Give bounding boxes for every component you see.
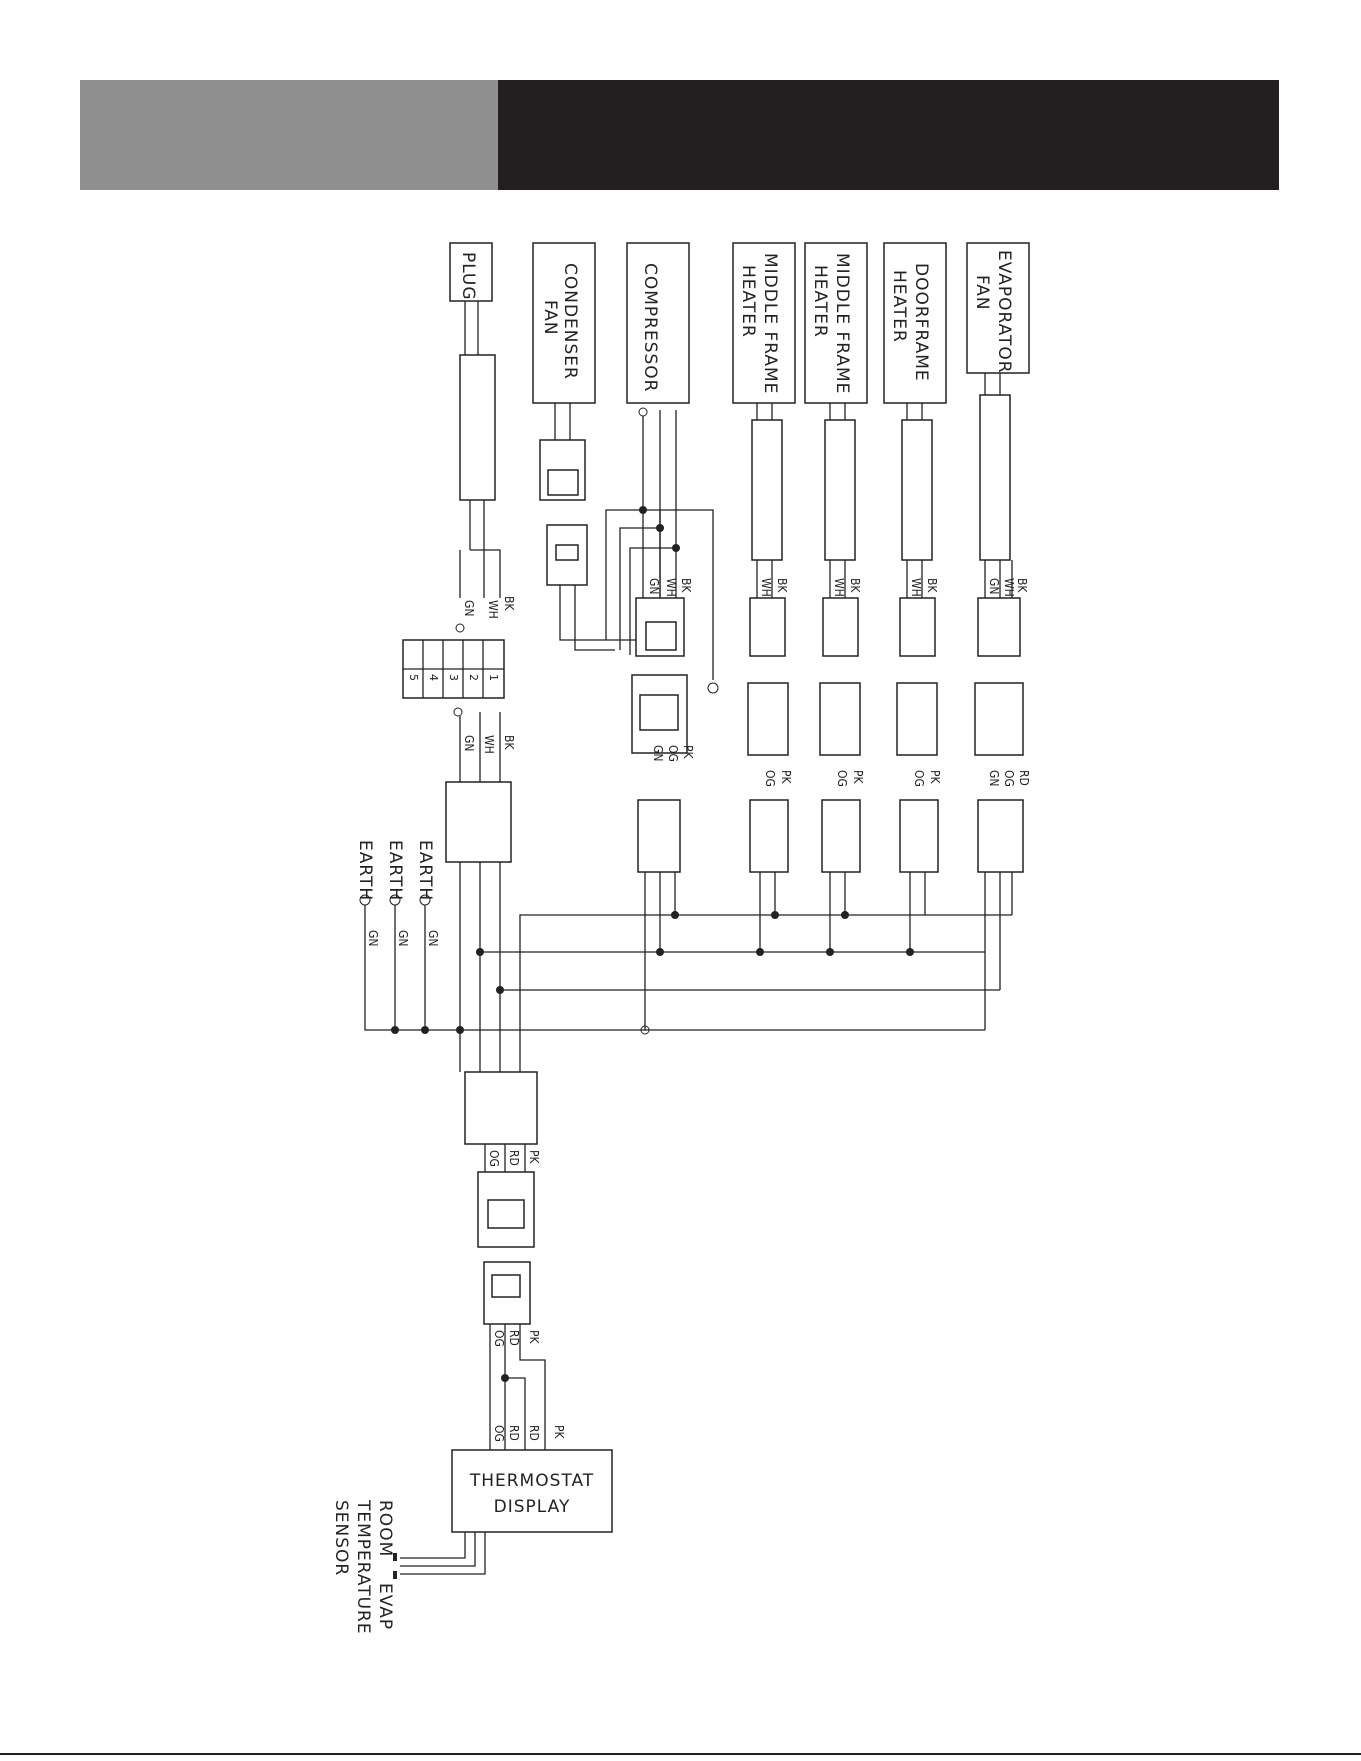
lh-pk: PK [527, 1150, 541, 1165]
comp-wire-wh: WH [664, 578, 678, 597]
evap-fan-label-1: EVAPORATOR [994, 250, 1014, 374]
terminal-3: 3 [447, 674, 460, 681]
dfh-wire-wh: WH [909, 578, 923, 597]
comp-out-gn: GN [651, 745, 665, 761]
lh2-rd: RD [507, 1330, 521, 1346]
comp-out-pk: PK [681, 745, 695, 760]
middle-frame-heater-2-box: MIDDLE FRAME HEATER [804, 242, 868, 404]
lower-harness: PK RD OG PK RD OG PK RD RD OG [464, 1071, 566, 1450]
comp-wire-bk: BK [679, 578, 693, 593]
h2-out-og: OG [835, 770, 849, 787]
h2-wire-wh: WH [832, 578, 846, 597]
comp-out-og: OG [666, 745, 680, 762]
comp-wire-gn: GN [647, 578, 661, 594]
plug-wire-wh: WH [486, 600, 500, 619]
h1-wire-wh: WH [759, 578, 773, 597]
earth-gn-2: GN [396, 930, 410, 946]
dfh-label-2: HEATER [889, 270, 909, 343]
h1-wire-bk: BK [775, 578, 789, 593]
sensor-label-1: ROOM [375, 1500, 395, 1557]
h1-out-og: OG [763, 770, 777, 787]
term-out-wh: WH [482, 735, 496, 754]
bottom-rule [0, 1753, 1361, 1755]
term-out-bk: BK [502, 735, 516, 750]
term-out-gn: GN [462, 735, 476, 751]
header-band-right [498, 80, 1279, 190]
ef-out-og: OG [1002, 770, 1016, 787]
th-pk: PK [552, 1425, 566, 1440]
plug-wire-bk: BK [502, 596, 516, 611]
sensor-label-3: SENSOR [331, 1500, 351, 1576]
lh2-pk: PK [527, 1330, 541, 1345]
plug-wire-gn: GN [462, 600, 476, 616]
ef-out-gn: GN [987, 770, 1001, 786]
plug-box: PLUG [449, 242, 493, 302]
ef-wire-wh: WH [1002, 578, 1016, 597]
mfh2-label-1: MIDDLE FRAME [832, 253, 852, 394]
thermostat-display: THERMOSTAT DISPLAY [451, 1449, 613, 1533]
h2-wire-bk: BK [848, 578, 862, 593]
middle-frame-heater-1-box: MIDDLE FRAME HEATER [732, 242, 796, 404]
terminal-5: 5 [407, 674, 420, 681]
sensor-label-2: TEMPERATURE [353, 1499, 373, 1635]
mfh1-label-2: HEATER [738, 265, 758, 338]
heater-1-run: BK WH PK OG [747, 403, 793, 952]
plug-label: PLUG [458, 252, 478, 301]
compressor-connectors: BK WH GN PK OG GN [605, 407, 719, 1030]
header-band-left [80, 80, 498, 190]
heater-2-run: BK WH PK OG [819, 403, 865, 952]
evap-fan-label-2: FAN [972, 275, 992, 311]
earth-labels: EARTH EARTH EARTH GN GN GN [355, 840, 440, 1030]
lh2-og: OG [492, 1330, 506, 1347]
h1-out-pk: PK [779, 770, 793, 785]
ef-wire-gn: GN [987, 578, 1001, 594]
dfh-out-pk: PK [928, 770, 942, 785]
thermostat-label-2: DISPLAY [494, 1497, 571, 1517]
terminal-4: 4 [427, 674, 440, 681]
doorframe-heater-box: DOORFRAME HEATER [883, 242, 947, 404]
earth-gn-1: GN [426, 930, 440, 946]
lh-rd: RD [507, 1150, 521, 1166]
h2-out-pk: PK [851, 770, 865, 785]
ef-wire-bk: BK [1015, 578, 1029, 593]
doorframe-heater-run: BK WH PK OG [896, 403, 942, 952]
th-og: OG [492, 1425, 506, 1442]
earth-label-2: EARTH [385, 840, 405, 901]
mfh2-label-2: HEATER [810, 265, 830, 338]
terminal-block: 1 2 3 4 5 [402, 639, 505, 699]
bus-lines [364, 905, 1012, 1072]
terminal-2: 2 [467, 674, 480, 681]
dfh-wire-bk: BK [925, 578, 939, 593]
lh-og: OG [487, 1150, 501, 1167]
th-rd-1: RD [527, 1425, 541, 1441]
dfh-label-1: DOORFRAME [911, 263, 931, 382]
evaporator-fan-run: BK WH GN RD OG GN [974, 373, 1031, 1030]
mfh1-label-1: MIDDLE FRAME [760, 253, 780, 394]
earth-label-3: EARTH [355, 840, 375, 901]
sensor-leads: ROOM TEMPERATURE SENSOR EVAP [331, 1499, 486, 1635]
terminal-output: BK WH GN [445, 707, 516, 1072]
sensor-evap-label: EVAP [375, 1583, 395, 1630]
compressor-label: COMPRESSOR [640, 263, 660, 393]
th-rd-2: RD [507, 1425, 521, 1441]
evaporator-fan-box: EVAPORATOR FAN [966, 242, 1030, 374]
terminal-1: 1 [487, 674, 500, 681]
condenser-fan-label-2: FAN [540, 300, 560, 336]
plug-cord: BK WH GN [455, 301, 516, 633]
earth-label-1: EARTH [415, 840, 435, 901]
thermostat-label-1: THERMOSTAT [469, 1471, 594, 1491]
condenser-fan-label-1: CONDENSER [560, 263, 580, 380]
compressor-box: COMPRESSOR [626, 242, 690, 404]
earth-gn-3: GN [366, 930, 380, 946]
ef-out-rd: RD [1017, 770, 1031, 786]
condenser-fan-box: CONDENSER FAN [532, 242, 596, 404]
dfh-out-og: OG [912, 770, 926, 787]
